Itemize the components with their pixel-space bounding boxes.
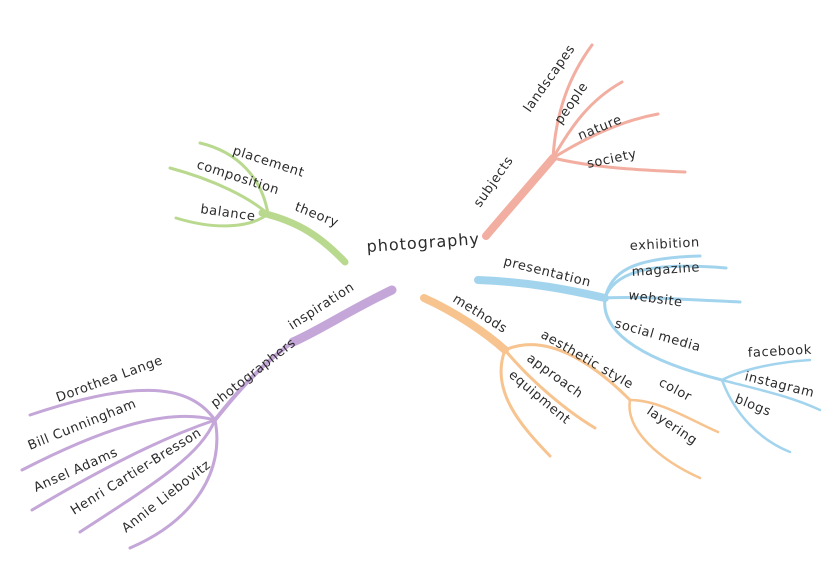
subjects-link-people bbox=[551, 80, 624, 160]
methods-link-aesthetic-style bbox=[503, 343, 632, 402]
social-link-blogs bbox=[720, 378, 792, 454]
branch-methods: methods aesthetic style approach equipme… bbox=[420, 292, 720, 480]
theory-link-composition bbox=[168, 166, 270, 216]
theory-link-balance bbox=[174, 212, 270, 228]
subjects-link-nature bbox=[551, 112, 660, 160]
style-item-color: color bbox=[656, 375, 694, 405]
presentation-item-social-media: social media bbox=[613, 316, 703, 355]
subjects-trunk bbox=[482, 154, 557, 240]
theory-trunk bbox=[258, 209, 349, 266]
methods-trunk bbox=[420, 294, 509, 354]
photographers-link-adams bbox=[30, 418, 217, 512]
presentation-item-exhibition: exhibition bbox=[629, 235, 700, 254]
style-link-layering bbox=[628, 398, 702, 480]
social-item-facebook: facebook bbox=[747, 343, 812, 361]
methods-link-approach bbox=[503, 348, 597, 430]
photographers-link-liebovitz bbox=[128, 418, 219, 550]
presentation-link-website bbox=[603, 295, 742, 304]
theory-item-balance: balance bbox=[199, 202, 256, 225]
presentation-link-magazine bbox=[603, 264, 728, 300]
photographers-label: photographers bbox=[208, 336, 299, 412]
social-link-instagram bbox=[720, 378, 822, 412]
photographer-item-cunningham: Bill Cunningham bbox=[26, 396, 139, 453]
photographers-link-cartier-bresson bbox=[78, 418, 217, 534]
subjects-item-nature: nature bbox=[576, 112, 624, 143]
presentation-link-social bbox=[603, 296, 724, 382]
subjects-item-people: people bbox=[552, 80, 592, 128]
branch-subjects: subjects landscapes people nature societ… bbox=[471, 42, 687, 240]
inspiration-link-photographers bbox=[213, 340, 295, 422]
branch-theory: theory placement composition balance bbox=[168, 141, 349, 266]
photographers-link-cunningham bbox=[20, 414, 217, 472]
social-link-facebook bbox=[720, 358, 812, 382]
presentation-item-magazine: magazine bbox=[631, 260, 700, 280]
inspiration-trunk bbox=[288, 285, 397, 347]
style-link-color bbox=[628, 398, 720, 434]
subjects-link-society bbox=[551, 156, 687, 174]
presentation-trunk bbox=[474, 276, 609, 302]
photographer-item-lange: Dorothea Lange bbox=[54, 353, 165, 406]
center-topic: photography bbox=[366, 229, 481, 256]
theory-link-placement bbox=[198, 141, 270, 216]
branch-inspiration: inspiration photographers Dorothea Lange… bbox=[20, 280, 397, 550]
photographers-link-lange bbox=[28, 388, 217, 422]
social-item-blogs: blogs bbox=[733, 392, 774, 420]
methods-link-equipment bbox=[499, 348, 552, 458]
subjects-link-landscapes bbox=[551, 43, 594, 160]
presentation-item-website: website bbox=[627, 288, 683, 310]
